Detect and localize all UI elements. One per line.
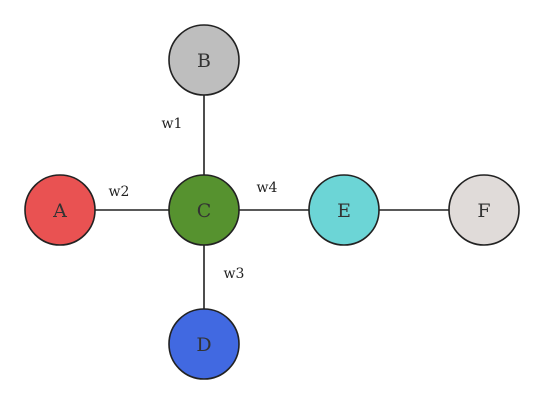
node-d: D xyxy=(168,308,240,380)
node-d-circle xyxy=(168,308,240,380)
node-a: A xyxy=(24,174,96,246)
node-e-circle xyxy=(308,174,380,246)
node-c-label: C xyxy=(197,200,212,222)
edge-label-w4: w4 xyxy=(257,180,278,196)
node-b-circle xyxy=(168,24,240,96)
node-e-label: E xyxy=(337,200,351,222)
node-d-label: D xyxy=(196,334,211,356)
edges-layer xyxy=(95,95,449,309)
edge-label-w1: w1 xyxy=(162,116,183,132)
node-a-circle xyxy=(24,174,96,246)
nodes-layer: A B C D E F xyxy=(24,24,520,380)
edge-label-w3: w3 xyxy=(224,266,245,282)
node-a-label: A xyxy=(52,200,67,222)
node-f: F xyxy=(448,174,520,246)
node-b: B xyxy=(168,24,240,96)
edge-label-w2: w2 xyxy=(109,184,130,200)
node-c: C xyxy=(168,174,240,246)
edge-labels-layer: w1 w2 w3 w4 xyxy=(109,116,278,282)
node-c-circle xyxy=(168,174,240,246)
node-f-label: F xyxy=(477,200,490,222)
node-e: E xyxy=(308,174,380,246)
node-f-circle xyxy=(448,174,520,246)
node-b-label: B xyxy=(197,50,211,72)
